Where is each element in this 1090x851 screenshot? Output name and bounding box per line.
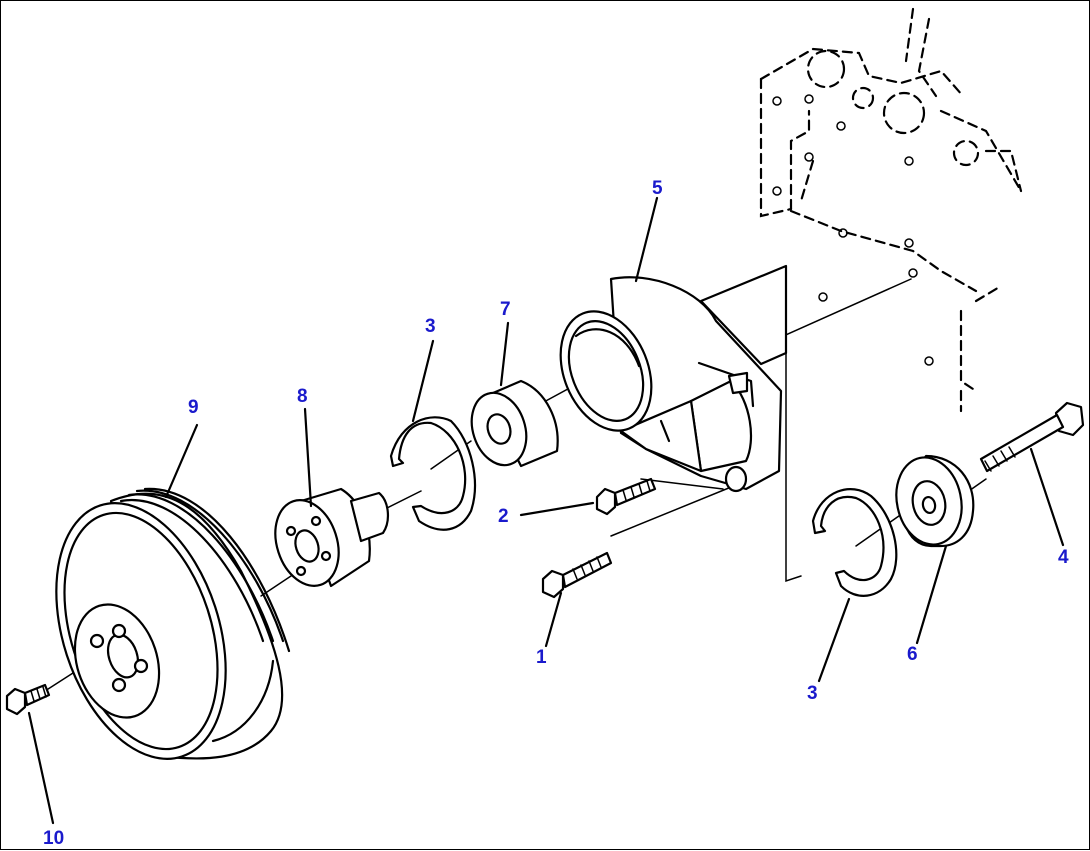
part-1-bolt — [541, 551, 613, 599]
leader-lines — [27, 196, 1065, 825]
leader-4 — [1029, 447, 1065, 547]
callout-1: 1 — [536, 647, 547, 668]
part-7-bushing — [470, 379, 559, 468]
leader-3-upper — [411, 339, 435, 423]
part-2-bolt — [595, 477, 657, 516]
part-3-snap-ring-lower — [811, 488, 898, 597]
callout-9: 9 — [188, 397, 199, 418]
leader-2 — [519, 501, 595, 517]
part-5-bracket — [559, 264, 788, 493]
part-10-bolt — [5, 683, 51, 716]
leader-10 — [27, 711, 55, 825]
callouts: 9 8 3 7 5 2 1 4 6 3 10 — [43, 178, 1069, 849]
part-4-bolt — [979, 401, 1085, 473]
leader-1 — [544, 591, 563, 648]
leader-8 — [303, 407, 313, 508]
callout-2: 2 — [498, 506, 509, 527]
callout-3-lower: 3 — [807, 683, 818, 704]
part-3-snap-ring-upper — [389, 416, 477, 531]
callout-5: 5 — [652, 178, 663, 199]
leader-9 — [164, 423, 199, 499]
leader-7 — [499, 321, 510, 387]
callout-4: 4 — [1058, 547, 1069, 568]
leader-5 — [634, 196, 659, 283]
part-8-hub — [274, 487, 389, 588]
part-6-idler-pulley — [895, 454, 975, 548]
callout-7: 7 — [500, 299, 511, 320]
callout-6: 6 — [907, 644, 918, 665]
callout-3-upper: 3 — [425, 316, 436, 337]
engine-block-outline — [759, 7, 1023, 413]
leader-6 — [915, 544, 948, 645]
callout-10: 10 — [43, 828, 64, 849]
leader-3-lower — [817, 597, 851, 683]
part-9-fan-pulley — [55, 487, 291, 760]
callout-8: 8 — [297, 386, 308, 407]
